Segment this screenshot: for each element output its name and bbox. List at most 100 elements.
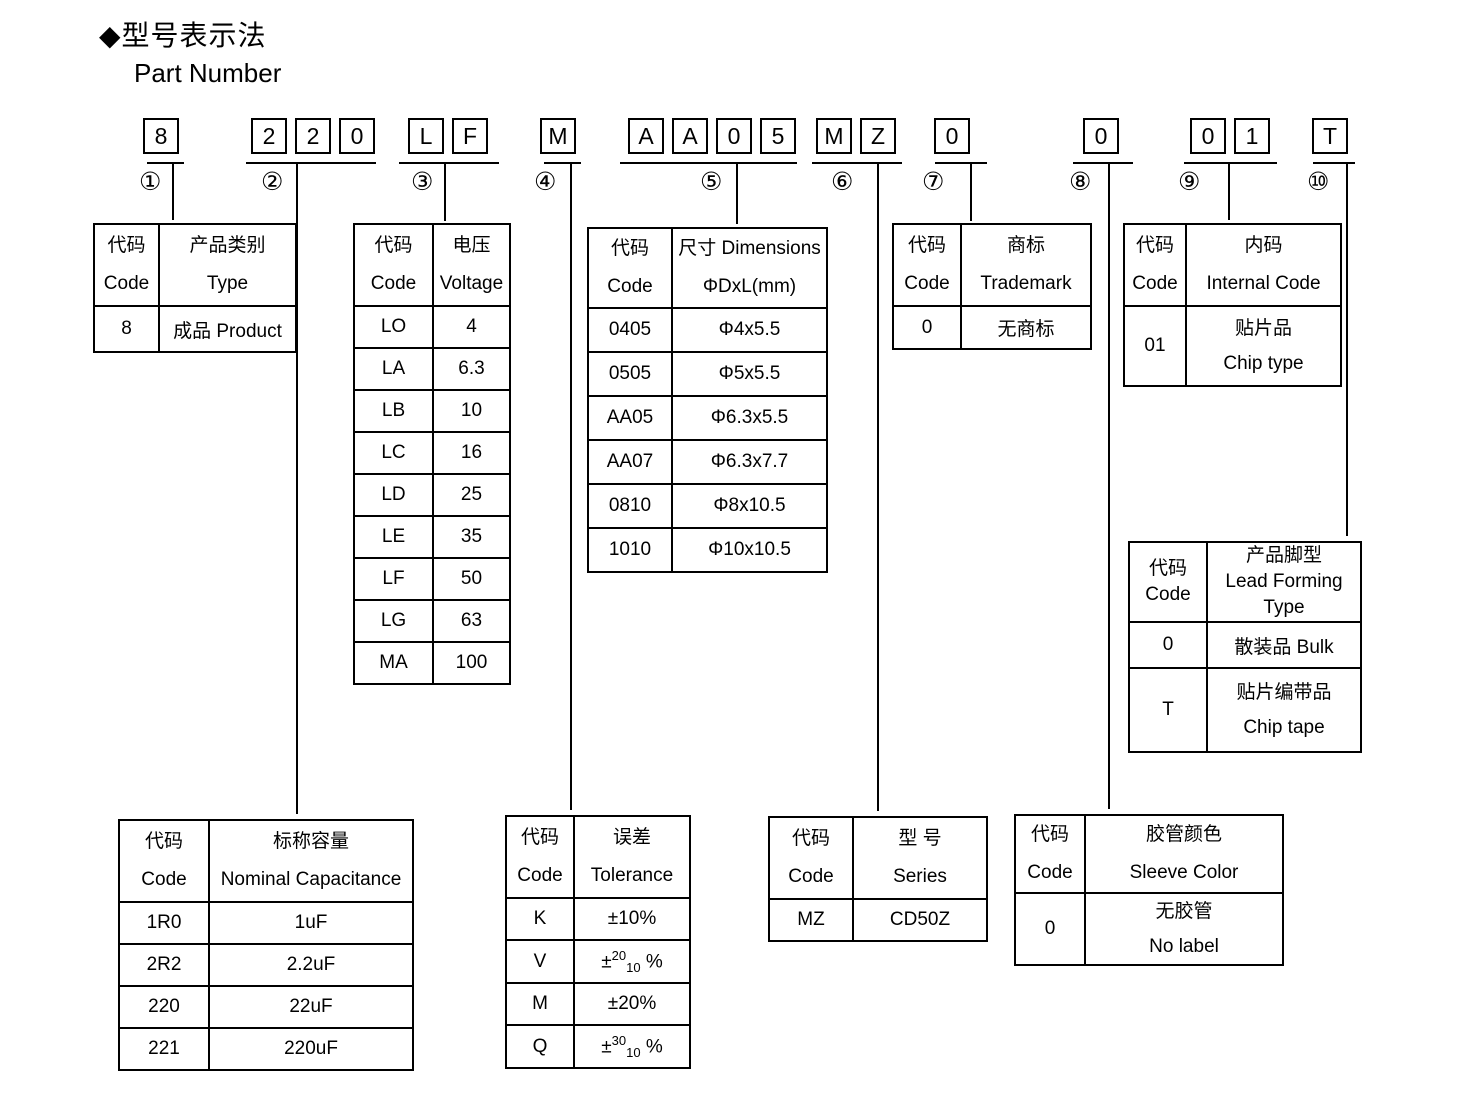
connector-line [736,164,738,224]
table-header-row: 代码 Code 型 号 Series [768,816,988,900]
segment-number: ⑧ [1069,168,1092,196]
table-header-cell: 代码 Code [768,816,854,900]
value-cell: ±10% [573,897,691,941]
connector-line [444,164,446,221]
code-cell: 1R0 [118,901,210,945]
table-header-row: 代码 Code 胶管颜色 Sleeve Color [1014,814,1284,894]
segment-underline [1073,162,1133,164]
page-title-cn: ◆型号表示法 [99,20,267,51]
segment-underline [620,162,797,164]
pn-box: F [452,118,488,154]
pn-box: A [672,118,708,154]
type-table: 代码 Code 产品类别 Type 8 成品 Product [93,223,297,353]
value-cell: 220uF [208,1027,414,1071]
value-cell: 2.2uF [208,943,414,987]
table-header-cell: 代码 Code [1014,814,1086,894]
header-line: Internal Code [1206,273,1321,294]
header-line: Series [893,866,947,887]
code-cell: 8 [93,305,160,353]
pn-box: A [628,118,664,154]
value-cell: Φ8x10.5 [671,483,828,529]
code-cell: AA05 [587,395,673,441]
table-row: MZ CD50Z [768,898,988,942]
table-header-cell: 电压 Voltage [432,223,511,307]
tolerance-table: 代码 Code 误差 Tolerance K ±10% V ±2010 % M … [505,815,691,1069]
code-cell: 0 [892,305,962,350]
code-cell: LO [353,305,434,349]
pn-box: 1 [1234,118,1270,154]
value-cell: ±2010 % [573,939,691,984]
table-header-cell: 产品类别 Type [158,223,297,307]
table-header-cell: 代码 Code [587,227,673,309]
header-line: 胶管颜色 [1145,824,1222,845]
segment-underline [935,162,987,164]
table-row: 8 成品 Product [93,305,297,353]
header-line: Nominal Capacitance [220,869,402,890]
code-cell: LD [353,473,434,517]
segment-underline [147,162,184,164]
value-cell: 25 [432,473,511,517]
segment-number: ⑥ [831,168,854,196]
code-cell: 0 [1128,621,1208,669]
table-header-cell: 商标 Trademark [960,223,1092,307]
table-header-row: 代码 Code 商标 Trademark [892,223,1092,307]
connector-line [1228,164,1230,220]
value-cell: 散装品 Bulk [1206,621,1362,669]
table-header-row: 代码 Code 尺寸 Dimensions ΦDxL(mm) [587,227,828,309]
header-line: 型 号 [898,828,942,849]
value-cell: Φ6.3x5.5 [671,395,828,441]
tolerance-sup: 30 [611,1032,627,1048]
table-header-cell: 代码 Code [93,223,160,307]
code-cell: 1010 [587,527,673,573]
table-header-row: 代码 Code 产品脚型 Lead Forming Type [1128,541,1362,623]
value-cell: 成品 Product [158,305,297,353]
table-header-cell: 标称容量 Nominal Capacitance [208,819,414,903]
series-table: 代码 Code 型 号 Series MZ CD50Z [768,816,988,942]
code-cell: 2R2 [118,943,210,987]
value-line: 贴片编带品 [1236,682,1332,703]
header-line: Code [517,865,563,886]
pn-box: 0 [1083,118,1119,154]
segment-number: ① [139,168,162,196]
value-line: Chip type [1223,353,1304,374]
table-row: V ±2010 % [505,939,691,984]
connector-line [1108,164,1110,809]
header-line: Code [103,273,150,294]
value-cell: 10 [432,389,511,433]
code-cell: M [505,982,575,1026]
code-cell: 0 [1014,892,1086,966]
tolerance-pm: ± [601,951,612,973]
header-line: Voltage [439,273,504,294]
code-cell: T [1128,667,1208,753]
header-line: Code [1132,273,1178,294]
header-line: Code [904,273,950,294]
header-line: 标称容量 [272,831,349,852]
table-row: 0 散装品 Bulk [1128,621,1362,669]
tolerance-sub: 10 [626,960,641,976]
value-cell: 63 [432,599,511,643]
value-cell: 16 [432,431,511,475]
code-cell: K [505,897,575,941]
segment-number: ③ [411,168,434,196]
code-cell: LF [353,557,434,601]
segment-underline [399,162,499,164]
header-line: Code [1027,862,1073,883]
table-header-cell: 尺寸 Dimensions ΦDxL(mm) [671,227,828,309]
segment-underline [544,162,581,164]
segment-number: ⑤ [700,168,723,196]
segment-underline [1313,162,1355,164]
code-cell: 0505 [587,351,673,397]
table-header-cell: 代码 Code [892,223,962,307]
value-cell: 6.3 [432,347,511,391]
value-cell: CD50Z [852,898,988,942]
header-line: Code [788,866,834,887]
segment-number: ④ [534,168,557,196]
